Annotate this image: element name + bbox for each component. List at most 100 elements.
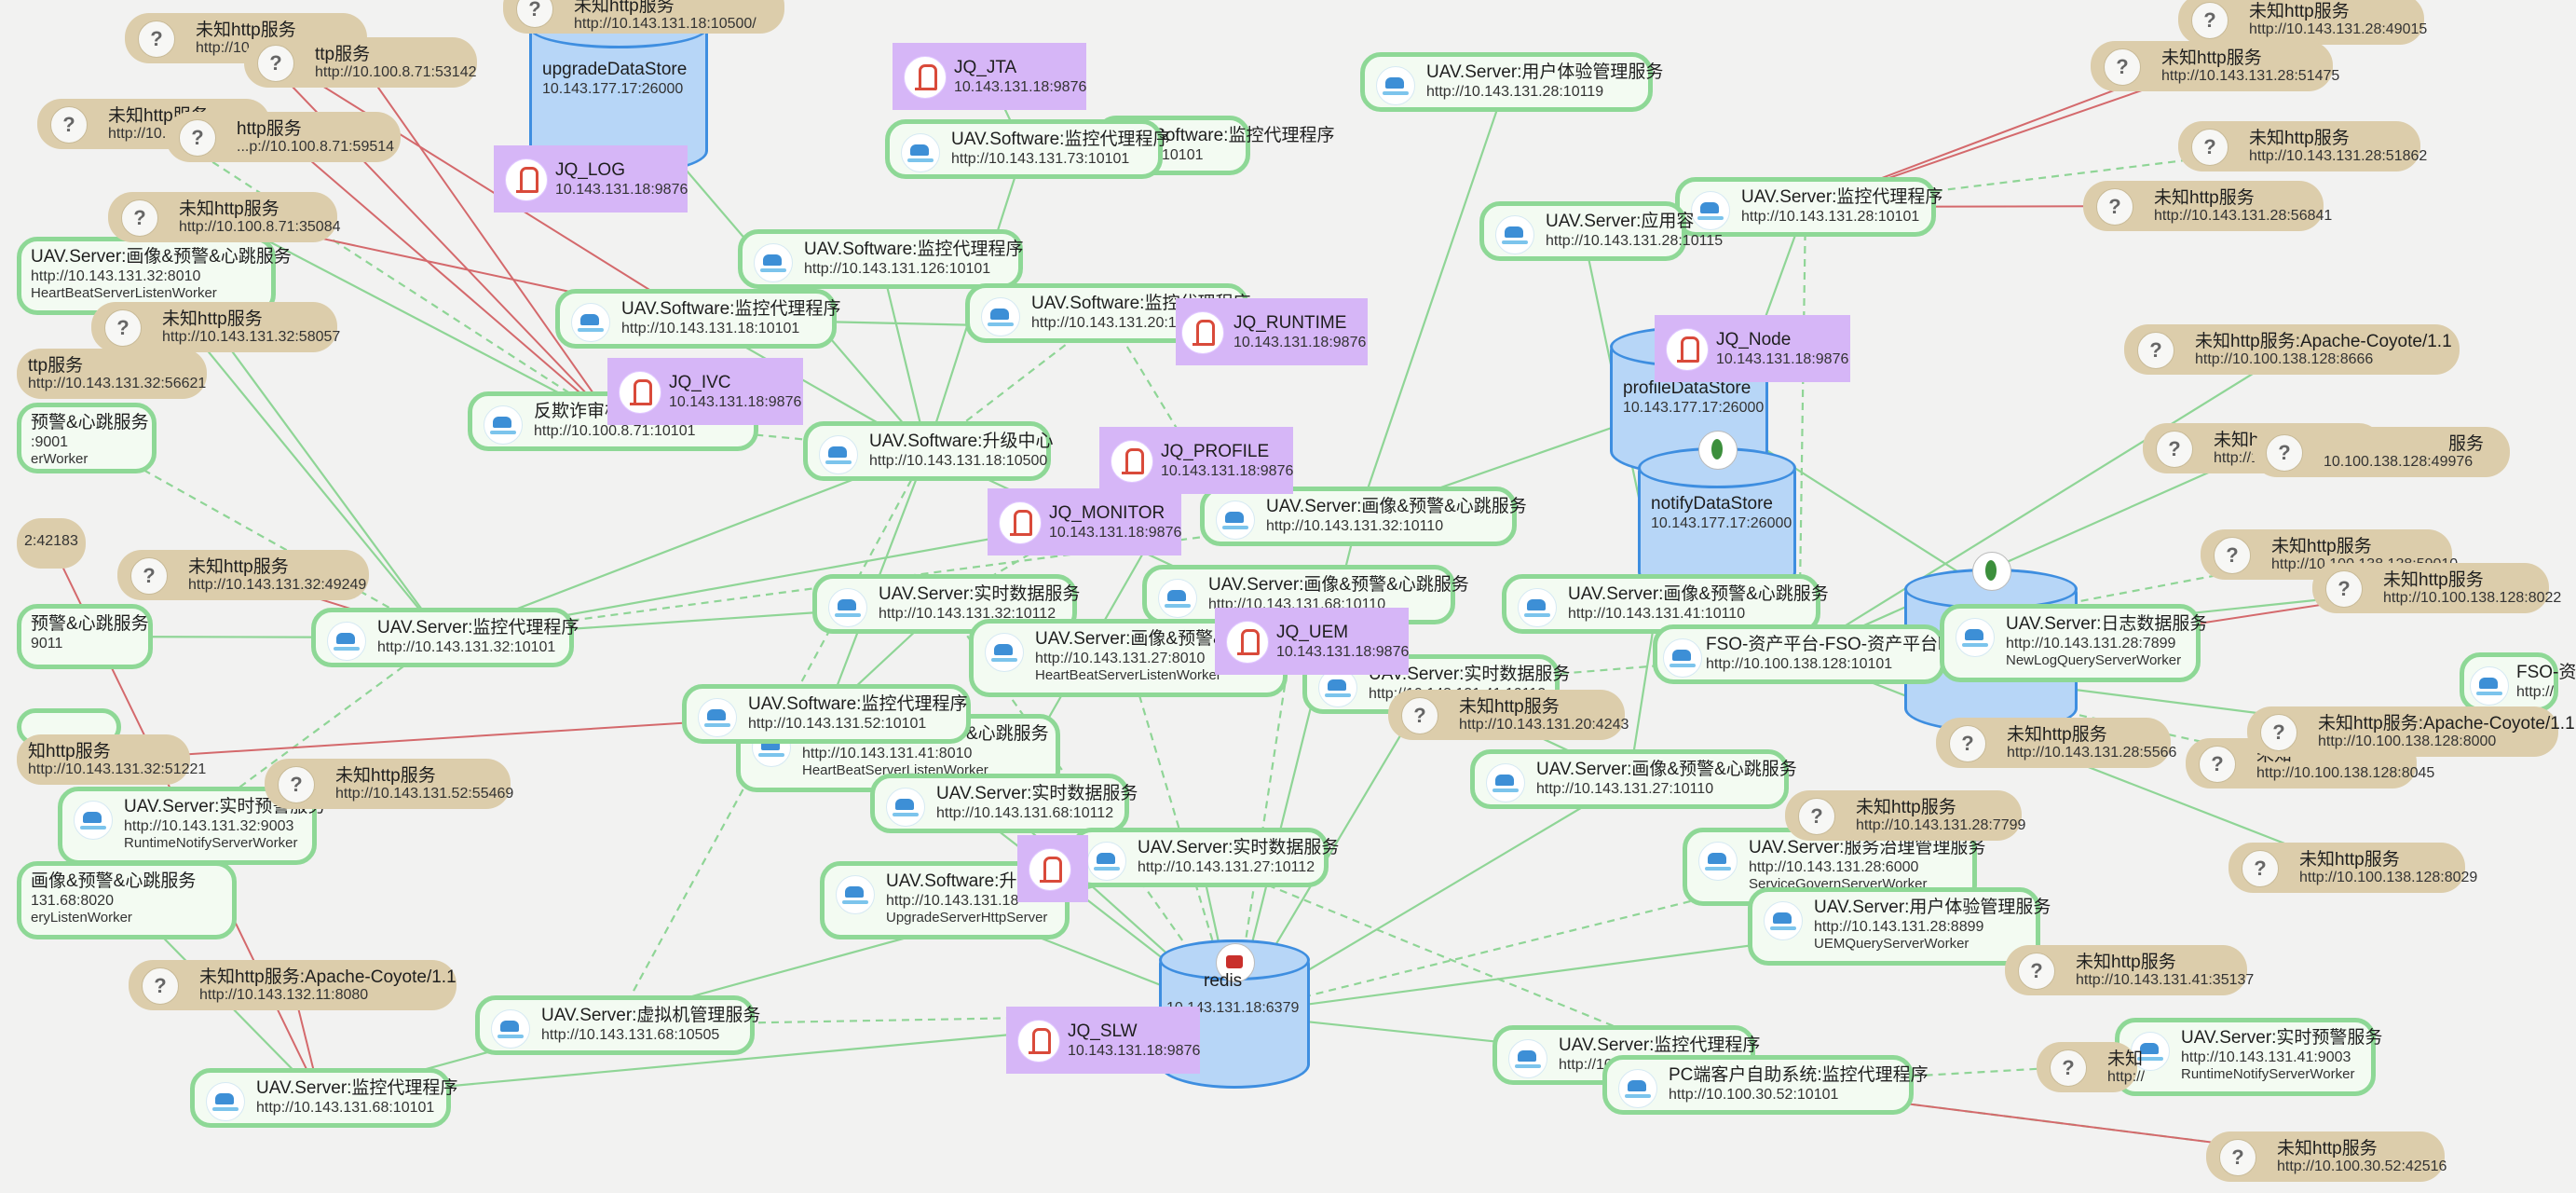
node-worker: eryListenWorker <box>31 910 132 926</box>
node-title: UAV.Server:监控代理程序 <box>256 1078 458 1098</box>
node-title: UAV.Server:画像&预警&心跳服务 <box>1568 584 1829 604</box>
question-icon: ? <box>2096 188 2133 226</box>
node-title: 未知http服务 <box>2277 1139 2378 1159</box>
uav-service-icon <box>828 588 867 627</box>
node-address: http://10.143.131.18:10101 <box>621 321 800 336</box>
node-title: UAV.Server:用户体验管理服务 <box>1814 898 2051 917</box>
node-title: 未知http服务 <box>2161 48 2262 68</box>
uav-service-icon <box>981 297 1020 336</box>
service-node[interactable]: UAV.Server:实时数据服务 http://10.143.131.27:10… <box>1071 828 1340 887</box>
node-title: JQ_RUNTIME <box>1233 313 1347 333</box>
uav-service-icon <box>901 133 940 172</box>
question-icon: ? <box>130 557 168 595</box>
rocketmq-icon <box>904 56 947 99</box>
uav-service-icon <box>1486 763 1525 802</box>
node-title: UAV.Server:实时数据服务 <box>1138 838 1340 857</box>
node-address: http:// <box>2107 1069 2146 1085</box>
rocketmq-icon <box>1029 848 1071 891</box>
node-title: UAV.Server:画像&预警&心跳服务 <box>1536 760 1797 779</box>
node-address: http://10.100.8.71:53142 <box>315 64 477 80</box>
db-title: redis <box>1204 971 1243 991</box>
rocketmq-icon <box>505 158 548 201</box>
unknown-service-node[interactable]: ?http服务...p://10.100.8.71:59514 <box>166 112 401 162</box>
node-title: 知http服务 <box>28 742 111 761</box>
rocketmq-icon <box>619 371 661 414</box>
node-address: http://10.143.131.28:10119 <box>1426 84 1604 100</box>
node-address: http://10.143.131.20:4243 <box>1459 717 1629 733</box>
edge-green <box>442 448 929 639</box>
uav-service-icon <box>1663 638 1702 678</box>
question-icon: ? <box>2260 714 2297 751</box>
node-title: JQ_UEM <box>1276 623 1349 642</box>
uav-service-icon <box>1618 1069 1657 1108</box>
node-title: UAV.Server:画像&预警&心跳服务 <box>31 247 292 267</box>
jq-node[interactable] <box>1017 835 1088 902</box>
uav-service-icon <box>819 435 858 474</box>
node-address: http://10.143.131.27:10112 <box>1138 859 1315 875</box>
question-icon: ? <box>1949 725 1986 762</box>
rocketmq-icon <box>1111 440 1153 483</box>
node-address: http://10.143.131.28:51475 <box>2161 68 2340 84</box>
unknown-service-node[interactable]: 2:42183 <box>17 518 86 569</box>
